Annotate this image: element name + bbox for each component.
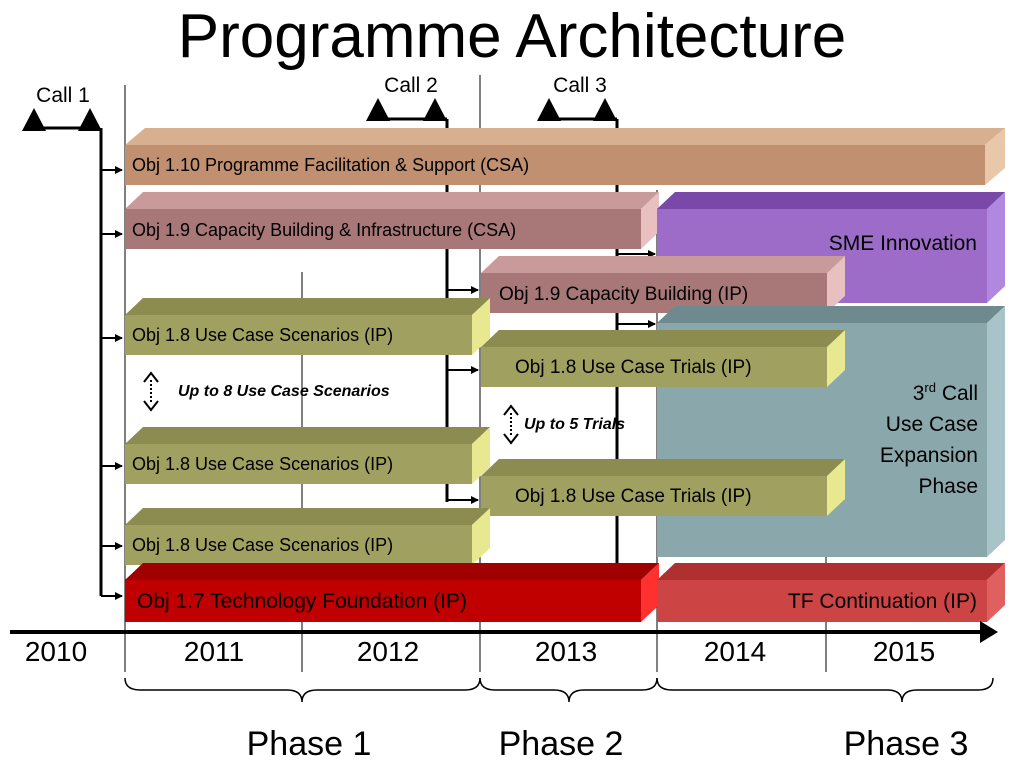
year-2010: 2010 (24, 636, 88, 667)
label-obj18-scenarios-b: Obj 1.8 Use Case Scenarios (IP) (132, 454, 394, 474)
third-call-line3: Expansion (879, 444, 978, 467)
label-tf-continuation: TF Continuation (IP) (787, 590, 977, 613)
call3-triangle-left (537, 98, 561, 121)
bar-obj18-scenarios-a (125, 298, 490, 355)
double-arrow-scenarios-icon (143, 371, 159, 412)
bar-obj18-trials-a (481, 330, 845, 387)
label-obj17: Obj 1.7 Technology Foundation (IP) (137, 590, 467, 613)
label-obj18-scenarios-a: Obj 1.8 Use Case Scenarios (IP) (132, 325, 394, 345)
phase-3-label: Phase 3 (843, 725, 969, 763)
label-obj18-trials-a: Obj 1.8 Use Case Trials (IP) (515, 357, 752, 378)
call3-label: Call 3 (553, 74, 607, 97)
call1-triangle-left (22, 108, 46, 131)
third-call-word: Call (941, 382, 978, 405)
label-obj110: Obj 1.10 Programme Facilitation & Suppor… (132, 155, 530, 175)
call2-label: Call 2 (384, 74, 438, 97)
double-arrow-trials-icon (503, 404, 519, 445)
bar-obj19-csa (125, 192, 659, 249)
bar-obj18-scenarios-b (125, 427, 490, 484)
bar-obj18-trials-b (481, 459, 845, 516)
label-obj18-trials-b: Obj 1.8 Use Case Trials (IP) (515, 486, 752, 507)
bar-obj110 (125, 128, 1005, 185)
year-2014: 2014 (703, 636, 767, 667)
timeline-arrowhead-icon (980, 621, 998, 643)
page-title: Programme Architecture (177, 2, 847, 71)
call1-triangle-right (78, 108, 102, 131)
note-trials: Up to 5 Trials (524, 416, 626, 433)
phase-1-label: Phase 1 (246, 725, 372, 763)
phase3-brace (656, 677, 994, 703)
label-sme-innovation: SME Innovation (828, 232, 977, 255)
note-scenarios: Up to 8 Use Case Scenarios (178, 383, 390, 400)
bar-tf-continuation (657, 563, 1005, 622)
label-obj18-scenarios-c: Obj 1.8 Use Case Scenarios (IP) (132, 535, 394, 555)
call3-triangle-right (593, 98, 617, 121)
label-obj19-ip: Obj 1.9 Capacity Building (IP) (499, 284, 749, 305)
year-2012: 2012 (356, 636, 420, 667)
year-2015: 2015 (872, 636, 936, 667)
bar-obj17 (125, 563, 659, 622)
call2-triangle-left (366, 98, 390, 121)
bar-obj18-scenarios-c (125, 508, 490, 565)
label-obj19-csa: Obj 1.9 Capacity Building & Infrastructu… (132, 220, 517, 240)
phase2-brace (479, 677, 658, 703)
phase1-brace (124, 677, 481, 703)
year-2011: 2011 (183, 636, 245, 667)
third-call-number: 3 (912, 382, 925, 405)
call2-triangle-right (423, 98, 447, 121)
third-call-label: 3rd Call Use Case Expansion Phase (830, 378, 978, 502)
call1-label: Call 1 (36, 84, 90, 107)
phase-2-label: Phase 2 (498, 725, 624, 763)
third-call-line2: Use Case (885, 413, 978, 436)
third-call-ordinal: rd (924, 380, 936, 395)
third-call-line4: Phase (918, 475, 978, 498)
year-2013: 2013 (534, 636, 598, 667)
